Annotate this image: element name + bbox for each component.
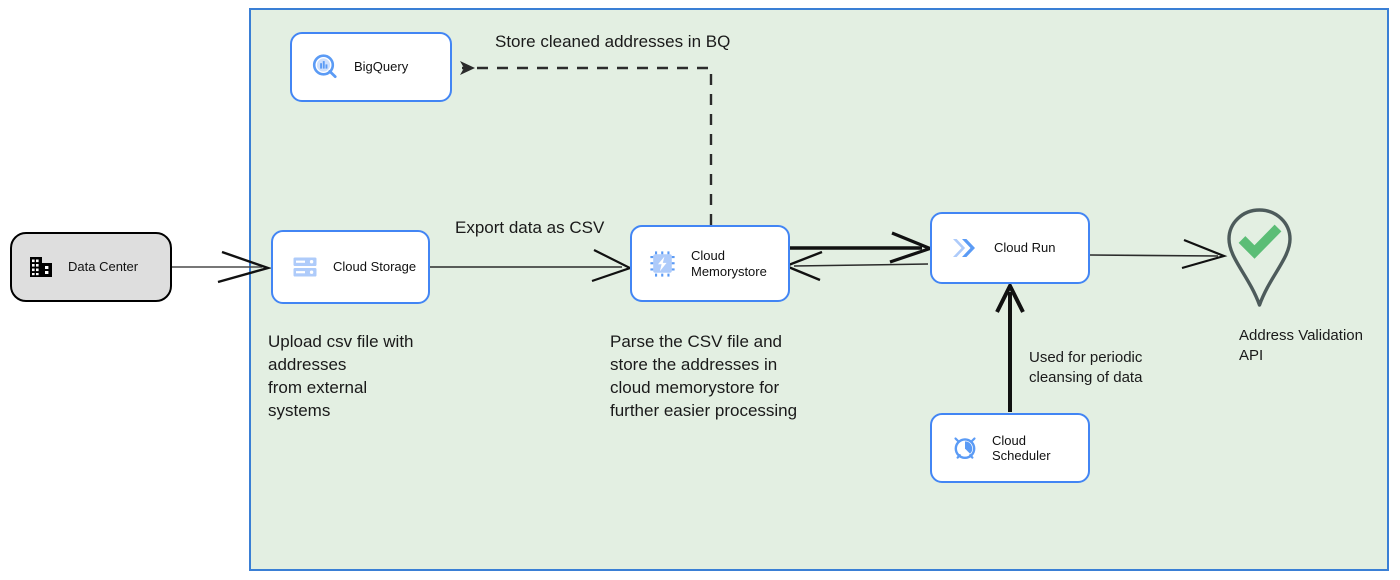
edge-label-periodic-cleansing: Used for periodic cleansing of data [1029,349,1143,386]
cloud-run-icon [950,235,980,261]
node-label-cloud-storage: Cloud Storage [333,259,417,275]
node-bigquery[interactable]: BigQuery [290,32,452,102]
node-cloud-memorystore[interactable]: Cloud Memorystore [630,225,790,302]
note-upload-csv: Upload csv file with addresses from exte… [268,332,414,420]
note-parse-csv: Parse the CSV file and store the address… [610,332,798,420]
node-label-cloud-memorystore: Cloud Memorystore [691,248,767,279]
edge-datacenter-to-cloud-storage [172,250,273,284]
cloud-scheduler-icon [950,433,980,463]
cloud-memorystore-icon [648,249,678,279]
data-center-icon [28,254,54,280]
node-data-center[interactable]: Data Center [10,232,172,302]
edge-cloud-storage-to-memorystore [430,249,633,283]
bigquery-icon [310,52,340,82]
address-validation-api-label: Address Validation API [1239,327,1363,364]
cloud-storage-icon [291,253,319,281]
node-label-cloud-scheduler: Cloud Scheduler [992,432,1051,463]
edge-label-store-in-bq: Store cleaned addresses in BQ [495,32,731,51]
map-pin-check-icon [1222,206,1297,311]
edge-memorystore-to-cloud-run [790,231,935,264]
edge-cloud-run-to-address-validation [1089,238,1228,270]
node-cloud-scheduler[interactable]: Cloud Scheduler [930,413,1090,483]
edge-label-export-csv: Export data as CSV [455,218,605,237]
node-cloud-storage[interactable]: Cloud Storage [271,230,430,304]
node-cloud-run[interactable]: Cloud Run [930,212,1090,284]
node-label-bigquery: BigQuery [354,59,409,75]
edge-scheduler-to-cloud-run [995,281,1025,412]
node-label-cloud-run: Cloud Run [994,240,1056,256]
node-label-data-center: Data Center [68,259,139,275]
edge-memorystore-to-bigquery [460,61,713,225]
